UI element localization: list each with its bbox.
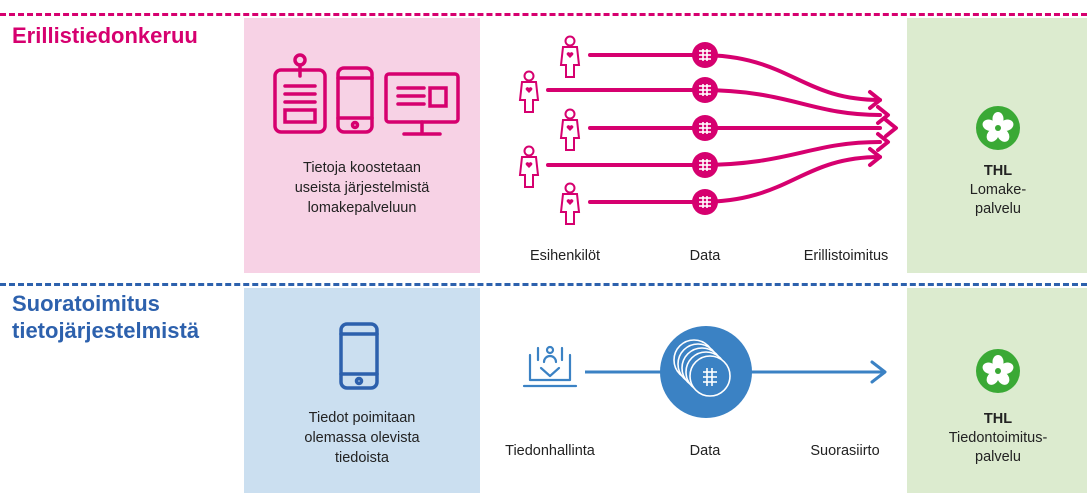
collection-caption-line1: Tietoja koostetaan bbox=[303, 160, 421, 176]
section-divider-bottom bbox=[0, 283, 1087, 286]
collection-panel bbox=[244, 18, 480, 273]
collection-caption-line3: lomakepalveluun bbox=[307, 200, 417, 216]
desktop-monitor-icon bbox=[384, 72, 460, 136]
label-data-bottom: Data bbox=[689, 443, 721, 459]
collection-caption: Tietoja koostetaan useista järjestelmist… bbox=[244, 158, 480, 218]
extraction-caption-line1: Tiedot poimitaan bbox=[308, 410, 416, 426]
thl-flower-logo bbox=[976, 106, 1020, 150]
collection-caption-line2: useista järjestelmistä bbox=[294, 180, 430, 196]
section-title-line2: tietojärjestelmistä bbox=[12, 318, 200, 343]
flow-arrowheads bbox=[868, 90, 898, 167]
extraction-caption-line2: olemassa olevista bbox=[304, 430, 420, 446]
arrow-icon bbox=[870, 360, 887, 384]
smartphone-icon bbox=[336, 66, 374, 134]
thl-data-service-label: THL Tiedontoimitus- palvelu bbox=[938, 410, 1058, 467]
extraction-caption-line3: tiedoista bbox=[334, 450, 389, 466]
label-tiedonhallinta: Tiedonhallinta bbox=[505, 443, 595, 459]
service-name-line1: Lomake- bbox=[969, 182, 1027, 198]
label-esihenkilot: Esihenkilöt bbox=[529, 248, 601, 264]
smartphone-icon bbox=[339, 322, 379, 390]
section-title-line1: Suoratoimitus bbox=[12, 291, 160, 316]
service-name-line2: palvelu bbox=[975, 201, 1021, 217]
section-title-erillistiedonkeruu: Erillistiedonkeruu bbox=[12, 23, 198, 48]
label-suorasiirto: Suorasiirto bbox=[810, 443, 880, 459]
service-name-line1: Tiedontoimitus- bbox=[948, 430, 1048, 446]
service-name-line2: palvelu bbox=[975, 449, 1021, 465]
section-title-suoratoimitus: Suoratoimitus tietojärjestelmistä bbox=[12, 290, 199, 344]
extraction-caption: Tiedot poimitaan olemassa olevista tiedo… bbox=[244, 408, 480, 468]
clipboard-form-icon bbox=[273, 53, 327, 134]
thl-org-name: THL bbox=[983, 163, 1013, 179]
label-erillistoimitus: Erillistoimitus bbox=[803, 248, 889, 264]
data-stack-icon bbox=[660, 326, 752, 418]
laptop-download-icon bbox=[522, 345, 578, 388]
thl-org-name: THL bbox=[983, 411, 1013, 427]
label-data-top: Data bbox=[689, 248, 721, 264]
thl-form-service-label: THL Lomake- palvelu bbox=[938, 162, 1058, 219]
thl-flower-logo bbox=[976, 349, 1020, 393]
section-divider-top bbox=[0, 13, 1087, 16]
extraction-panel bbox=[244, 288, 480, 493]
